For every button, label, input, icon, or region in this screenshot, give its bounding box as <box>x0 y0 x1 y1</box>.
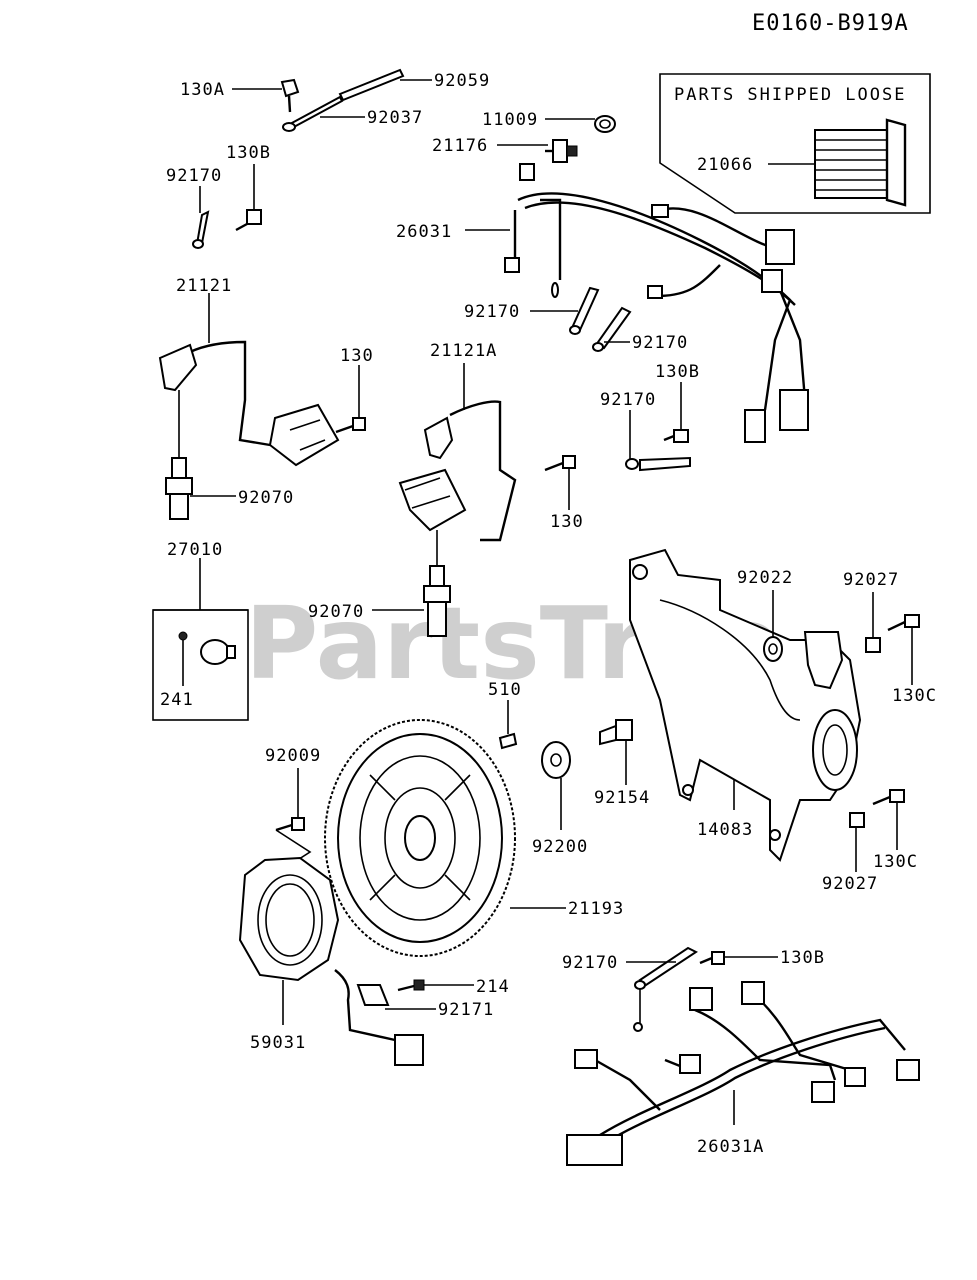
switch-21176[interactable] <box>545 139 578 163</box>
spark-plug-92070-b[interactable] <box>423 530 451 637</box>
callout-21121A[interactable]: 21121A <box>430 341 497 361</box>
terminal-92170-d[interactable] <box>625 456 691 472</box>
oil-pressure-switch-241[interactable] <box>178 631 236 665</box>
bolt-130B-b[interactable] <box>663 429 689 443</box>
callout-92154[interactable]: 92154 <box>594 788 650 808</box>
callout-510[interactable]: 510 <box>488 680 522 700</box>
bolt-130B[interactable] <box>235 209 262 232</box>
clamp-92171[interactable] <box>356 984 390 1006</box>
regulator-21066[interactable] <box>814 118 907 207</box>
callout-92170-c[interactable]: 92170 <box>632 333 688 353</box>
bolt-130-b[interactable] <box>544 455 576 472</box>
stator-59031[interactable] <box>238 856 424 1066</box>
callout-92009[interactable]: 92009 <box>265 746 321 766</box>
washer-11009[interactable] <box>594 115 616 133</box>
callout-130B-a[interactable]: 130B <box>226 143 271 163</box>
callout-92171[interactable]: 92171 <box>438 1000 494 1020</box>
ignition-coil-21121[interactable] <box>158 340 340 467</box>
screw-214[interactable] <box>397 979 425 992</box>
wiring-harness-26031[interactable] <box>504 163 809 443</box>
callout-130B-b[interactable]: 130B <box>655 362 700 382</box>
callout-92170-a[interactable]: 92170 <box>166 166 222 186</box>
callout-130C-a[interactable]: 130C <box>892 686 937 706</box>
terminal-92170-b[interactable] <box>569 286 600 335</box>
parts-shipped-loose-box: PARTS SHIPPED LOOSE 21066 <box>659 73 931 214</box>
callout-92170-b[interactable]: 92170 <box>464 302 520 322</box>
blower-housing-14083[interactable] <box>629 548 862 862</box>
washer-92200[interactable] <box>541 741 571 779</box>
callout-92022[interactable]: 92022 <box>737 568 793 588</box>
callout-21121[interactable]: 21121 <box>176 276 232 296</box>
callout-130-b[interactable]: 130 <box>550 512 584 532</box>
key-510[interactable] <box>498 732 518 750</box>
screw-92009[interactable] <box>275 817 305 832</box>
callout-26031[interactable]: 26031 <box>396 222 452 242</box>
callout-130B-c[interactable]: 130B <box>780 948 825 968</box>
bolt-130B-c[interactable] <box>699 951 725 965</box>
callout-92037[interactable]: 92037 <box>367 108 423 128</box>
callout-130A[interactable]: 130A <box>180 80 225 100</box>
callout-92027-b[interactable]: 92027 <box>822 874 878 894</box>
callout-21176[interactable]: 21176 <box>432 136 488 156</box>
callout-59031[interactable]: 59031 <box>250 1033 306 1053</box>
callout-92027-a[interactable]: 92027 <box>843 570 899 590</box>
callout-26031A[interactable]: 26031A <box>697 1137 764 1157</box>
kit-27010-box <box>152 609 249 721</box>
bolt-130[interactable] <box>335 417 366 434</box>
callout-21066[interactable]: 21066 <box>697 155 753 175</box>
callout-92170-d[interactable]: 92170 <box>600 390 656 410</box>
diagram-code: E0160-B919A <box>752 11 909 36</box>
terminal-92170[interactable] <box>192 210 210 249</box>
callout-92070-b[interactable]: 92070 <box>308 602 364 622</box>
flywheel-21193[interactable] <box>324 719 516 957</box>
terminal-92170-e[interactable] <box>633 946 698 1032</box>
callout-130-a[interactable]: 130 <box>340 346 374 366</box>
callout-21193[interactable]: 21193 <box>568 899 624 919</box>
bolt-92154[interactable] <box>599 719 633 746</box>
wiring-harness-26031A[interactable] <box>566 981 920 1166</box>
callout-92070-a[interactable]: 92070 <box>238 488 294 508</box>
bolt-130A[interactable] <box>280 78 300 113</box>
grommet-92022[interactable] <box>763 636 783 662</box>
terminal-92170-c[interactable] <box>592 306 632 352</box>
spark-plug-92070[interactable] <box>165 390 193 520</box>
callout-92170-e[interactable]: 92170 <box>562 953 618 973</box>
parts-shipped-loose-title: PARTS SHIPPED LOOSE <box>674 85 906 105</box>
callout-92059[interactable]: 92059 <box>434 71 490 91</box>
ground-wire-92059[interactable] <box>282 68 405 132</box>
callout-27010[interactable]: 27010 <box>167 540 223 560</box>
ignition-coil-21121A[interactable] <box>398 400 517 542</box>
callout-241[interactable]: 241 <box>160 690 194 710</box>
callout-130C-b[interactable]: 130C <box>873 852 918 872</box>
callout-92200[interactable]: 92200 <box>532 837 588 857</box>
callout-214[interactable]: 214 <box>476 977 510 997</box>
collar-92027-b[interactable] <box>849 812 865 828</box>
collar-92027[interactable] <box>865 637 881 653</box>
bolt-130C[interactable] <box>887 614 920 632</box>
callout-11009[interactable]: 11009 <box>482 110 538 130</box>
callout-14083[interactable]: 14083 <box>697 820 753 840</box>
bolt-130C-b[interactable] <box>872 789 905 806</box>
